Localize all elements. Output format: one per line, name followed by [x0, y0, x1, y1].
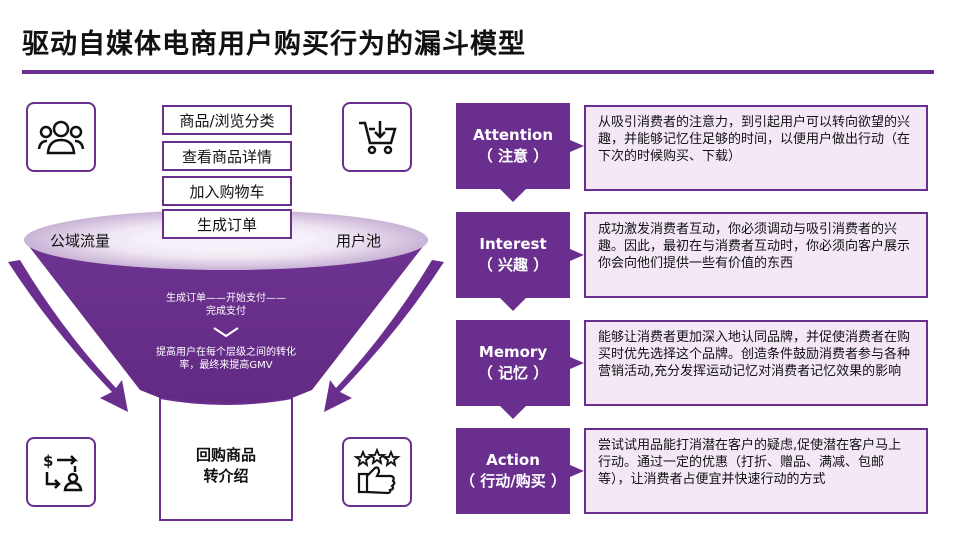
thumbs-up-stars-icon [353, 448, 401, 495]
left-arrow [8, 260, 128, 412]
stage-memory-desc: 能够让消费者更加深入地认同品牌，并促使消费者在购买时优先选择这个品牌。创造条件鼓… [584, 320, 928, 406]
cart-download-icon [359, 121, 397, 155]
stage-en: Action [486, 451, 540, 469]
stage-cn: （ 兴趣 ） [477, 256, 549, 274]
users-icon-box [26, 102, 96, 172]
stage-attention: Attention （ 注意 ） [456, 103, 570, 189]
user-pool-label: 用户池 [336, 232, 382, 250]
cart-icon-box [342, 102, 412, 172]
stage-interest: Interest （ 兴趣 ） [456, 212, 570, 298]
users-icon [37, 120, 85, 155]
title-divider [22, 70, 934, 74]
stage-cn: （ 记忆 ） [477, 364, 549, 382]
stage-action: Action （ 行动/购买 ） [456, 428, 570, 514]
funnel-bottom-text: 回购商品 转介绍 [195, 446, 256, 485]
funnel-note-conversion: 提高用户在每个层级之间的转化 率，最终来提高GMV [156, 347, 296, 371]
stage-en: Memory [478, 343, 548, 361]
public-traffic-label: 公域流量 [50, 232, 111, 250]
stage-action-desc: 尝试试用品能打消潜在客户的疑虑,促使潜在客户马上行动。通过一定的优惠（打折、赠品… [584, 428, 928, 514]
thumbs-icon-box [342, 437, 412, 507]
funnel-step-details: 查看商品详情 [162, 141, 292, 171]
exchange-user-icon: $ [43, 452, 83, 492]
stage-memory: Memory （ 记忆 ） [456, 320, 570, 406]
stage-en: Interest [479, 235, 547, 253]
chevron-down-icon [213, 327, 239, 338]
stage-interest-desc: 成功激发消费者互动，你必须调动与吸引消费者的兴趣。因此，最初在与消费者互动时，你… [584, 212, 928, 298]
funnel-stem [159, 396, 293, 521]
funnel-step-cart: 加入购物车 [162, 176, 292, 206]
stage-attention-desc: 从吸引消费者的注意力，到引起用户可以转向欲望的兴趣，并能够记忆住足够的时间，以便… [584, 105, 928, 191]
right-arrow [324, 260, 444, 412]
stage-cn: （ 行动/购买 ） [460, 472, 566, 490]
stage-en: Attention [472, 126, 554, 144]
funnel-step-order: 生成订单 [162, 209, 292, 239]
funnel-note-payment: 生成订单——开始支付—— 完成支付 [166, 293, 286, 317]
page-title: 驱动自媒体电商用户购买行为的漏斗模型 [22, 29, 526, 60]
funnel-step-browse: 商品/浏览分类 [162, 105, 292, 135]
svg-text:$: $ [43, 452, 53, 470]
exchange-icon-box: $ [26, 437, 96, 507]
funnel-body [24, 240, 428, 520]
stage-cn: （ 注意 ） [477, 147, 549, 165]
